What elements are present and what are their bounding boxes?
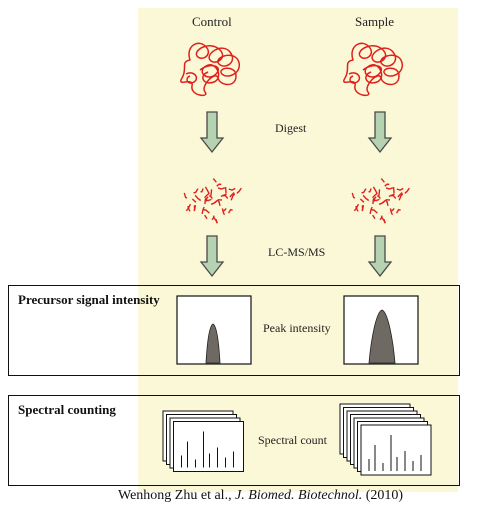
citation: Wenhong Zhu et al., J. Biomed. Biotechno… xyxy=(118,488,403,504)
peptide-fragment xyxy=(224,186,227,194)
peptide-fragment xyxy=(404,187,410,194)
peptide-fragment xyxy=(216,183,222,187)
peptide-fragment xyxy=(390,208,395,212)
control-peptides-icon xyxy=(183,178,242,224)
peptide-fragment xyxy=(376,195,381,200)
peptide-fragment xyxy=(370,208,378,214)
peptide-fragment xyxy=(204,192,210,199)
citation-journal: J. Biomed. Biotechnol. xyxy=(235,488,363,503)
peptide-fragment xyxy=(187,205,191,212)
peptide-fragment xyxy=(236,187,242,194)
peptide-fragment xyxy=(222,194,229,200)
peptide-fragment xyxy=(185,203,192,212)
peptide-fragment xyxy=(208,195,213,200)
spectral-section-box xyxy=(8,395,460,486)
sample-protein-icon xyxy=(343,42,404,97)
peptide-fragment xyxy=(204,214,208,220)
citation-year: (2010) xyxy=(362,488,404,503)
peptide-fragment xyxy=(372,186,378,195)
peptide-fragment xyxy=(191,198,197,203)
peptide-fragment xyxy=(396,187,404,191)
peptide-fragment xyxy=(210,200,218,205)
peptide-fragment xyxy=(369,206,373,215)
peptide-fragment xyxy=(382,219,386,224)
peptide-fragment xyxy=(398,193,404,201)
peptide-fragment xyxy=(193,205,197,212)
peptide-fragment xyxy=(368,188,372,193)
sample-spectra-stack xyxy=(339,403,432,476)
peptide-fragment xyxy=(214,219,218,224)
sample-peak-plot xyxy=(343,295,419,365)
peptide-fragment xyxy=(228,187,236,191)
control-lcms-arrow xyxy=(200,235,224,277)
peptide-fragment xyxy=(372,214,376,220)
peptide-fragment xyxy=(380,178,385,183)
spectral-section-title: Spectral counting xyxy=(18,402,116,417)
peptide-fragment xyxy=(211,215,215,221)
peptide-fragment xyxy=(351,192,356,199)
precursor-section-title: Precursor signal intensity xyxy=(18,292,160,307)
peptide-fragment xyxy=(378,200,386,205)
peptide-fragment xyxy=(362,194,370,202)
peptide-fragment xyxy=(390,194,397,200)
peptide-fragment xyxy=(217,200,221,207)
citation-authors: Wenhong Zhu et al., xyxy=(118,488,236,503)
peptide-fragment xyxy=(183,192,188,199)
control-spectra-stack xyxy=(162,410,244,472)
spectrum-sheet xyxy=(360,424,432,476)
peptide-fragment xyxy=(229,191,235,198)
peptide-fragment xyxy=(200,188,204,193)
peptide-fragment xyxy=(361,188,367,194)
precursor-section-box xyxy=(8,285,460,376)
peptide-fragment xyxy=(222,208,227,212)
peptide-fragment xyxy=(204,197,207,205)
control-peak-plot xyxy=(176,295,252,365)
peptide-fragment xyxy=(230,193,236,201)
sample-label: Sample xyxy=(355,14,394,29)
peptide-fragment xyxy=(373,198,380,202)
sample-lcms-arrow xyxy=(368,235,392,277)
peptide-fragment xyxy=(204,186,210,195)
spectrum-sheet xyxy=(173,421,244,472)
lcms-label: LC-MS/MS xyxy=(268,245,326,259)
peak-intensity-label: Peak intensity xyxy=(263,321,331,335)
peptide-fragment xyxy=(205,198,212,202)
peptide-fragment xyxy=(395,208,401,214)
peptide-fragment xyxy=(389,208,394,216)
peptide-fragment xyxy=(201,206,205,215)
peptide-fragment xyxy=(210,189,213,197)
peptide-fragment xyxy=(378,189,381,197)
peptide-fragment xyxy=(384,183,390,187)
peptide-fragment xyxy=(359,198,365,203)
peptide-fragment xyxy=(397,191,403,198)
peptide-fragment xyxy=(361,205,365,212)
peptide-fragment xyxy=(212,178,217,183)
peptide-fragment xyxy=(385,200,389,207)
peptide-fragment xyxy=(194,194,202,202)
peptide-fragment xyxy=(379,215,383,221)
spectral-count-label: Spectral count xyxy=(258,433,327,447)
peptide-fragment xyxy=(355,205,359,212)
control-digest-arrow xyxy=(200,111,224,153)
peptide-fragment xyxy=(372,192,378,199)
sample-peptides-icon xyxy=(351,178,410,224)
peptide-fragment xyxy=(202,208,210,214)
peptide-fragment xyxy=(392,186,395,194)
peptide-fragment xyxy=(193,188,199,194)
control-protein-icon xyxy=(180,42,241,97)
peptide-fragment xyxy=(227,208,233,214)
peptide-fragment xyxy=(385,187,394,190)
peptide-fragment xyxy=(353,203,360,212)
peptide-fragment xyxy=(221,208,226,216)
control-label: Control xyxy=(192,14,232,29)
peptide-fragment xyxy=(372,197,375,205)
digest-label: Digest xyxy=(275,121,307,135)
sample-digest-arrow xyxy=(368,111,392,153)
peptide-fragment xyxy=(217,187,226,190)
